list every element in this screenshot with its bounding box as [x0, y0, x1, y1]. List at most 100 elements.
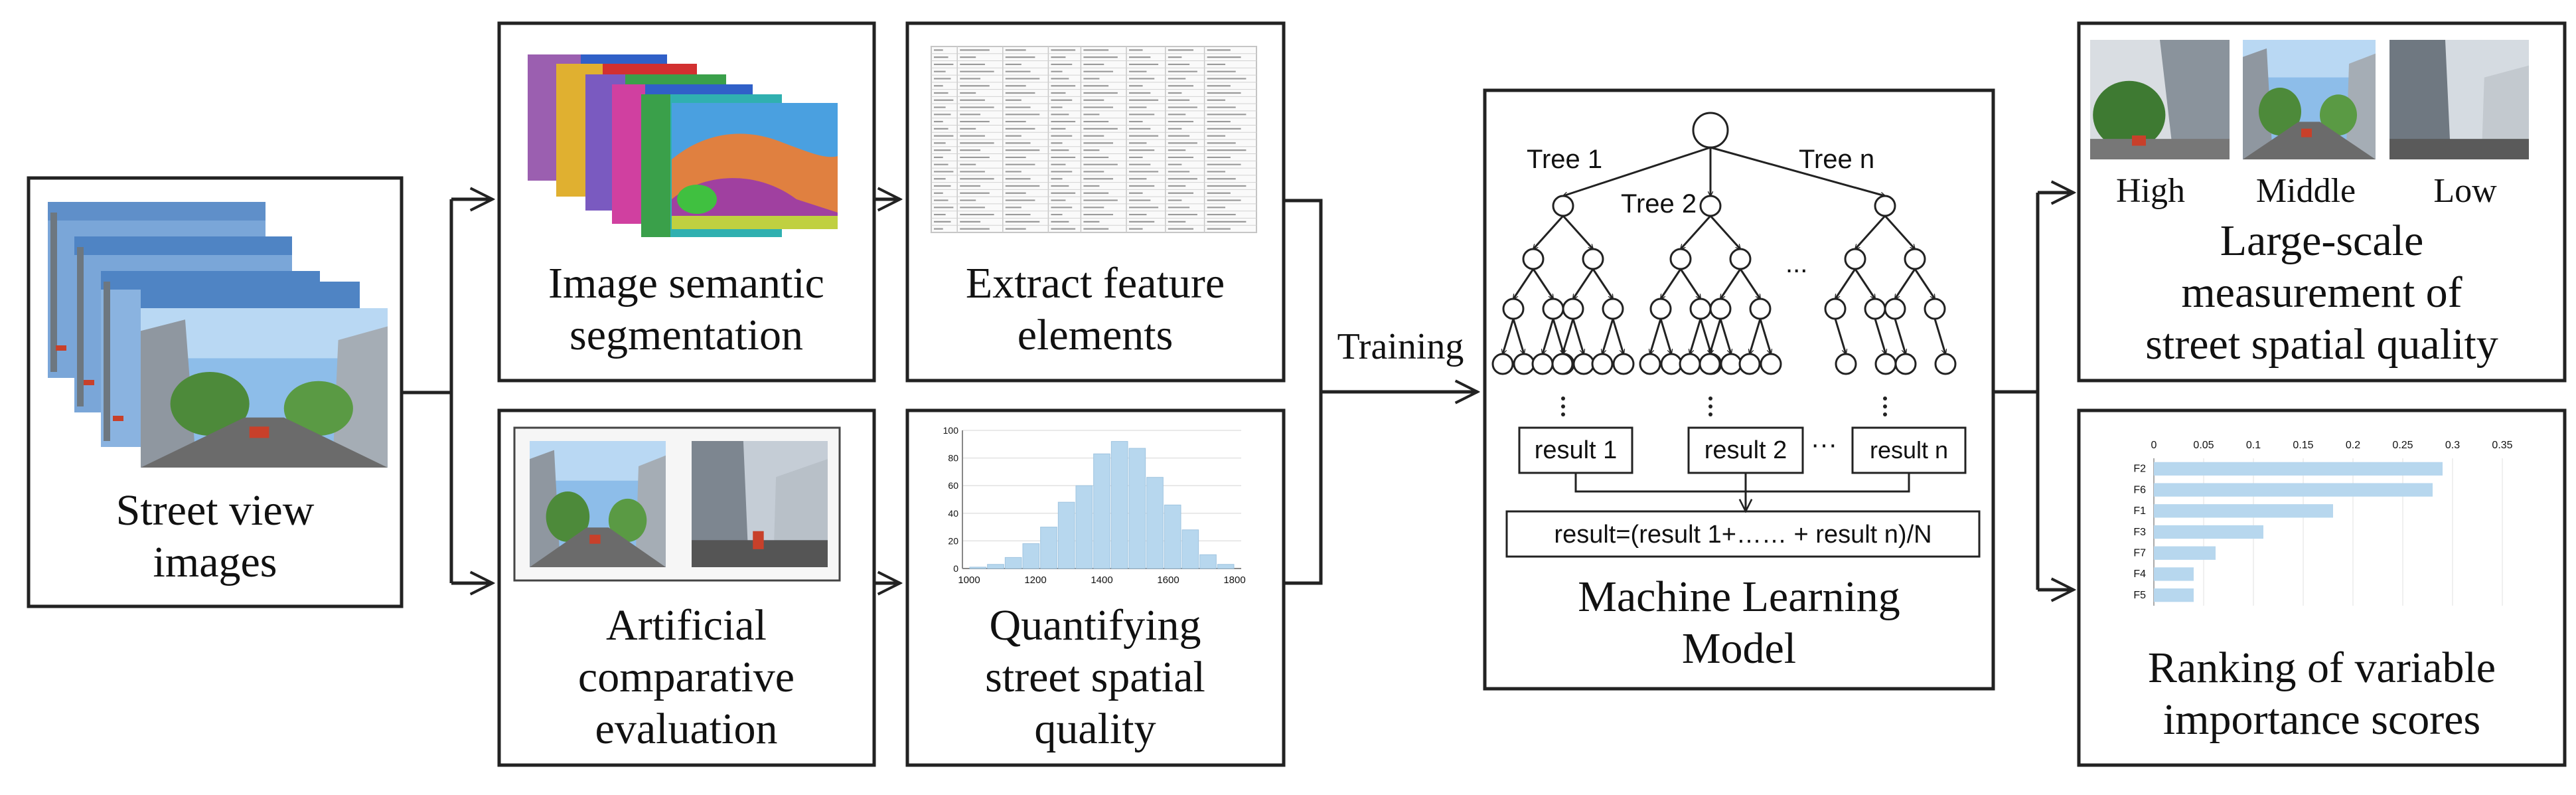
histogram-bar	[1093, 453, 1110, 569]
tree-node	[1572, 353, 1595, 375]
histogram-bar	[987, 564, 1004, 569]
training-label: Training	[1337, 326, 1464, 367]
low-quality-photo	[2389, 40, 2529, 159]
histogram-bar	[1022, 543, 1040, 569]
tree-node	[1699, 353, 1721, 375]
tree-node	[1591, 353, 1614, 375]
importance-bar	[2154, 567, 2194, 581]
histogram-bar	[1110, 441, 1128, 569]
histogram-y-tick: 60	[948, 480, 958, 491]
histogram-x-tick: 1600	[1157, 574, 1179, 586]
tree-ellipsis: ...	[1785, 249, 1807, 278]
importance-bar	[2154, 546, 2216, 560]
histogram-bar	[1040, 527, 1057, 569]
importance-category-label: F4	[2133, 569, 2146, 580]
random-forest-diagram	[1491, 112, 1957, 416]
tree-1-label: Tree 1	[1527, 145, 1602, 174]
tree-node	[1582, 248, 1604, 270]
histogram-x-tick: 1200	[1024, 574, 1046, 586]
tree-node	[1522, 248, 1545, 270]
importance-bar	[2154, 483, 2433, 497]
tree-node	[1491, 353, 1514, 375]
histogram-bar	[1146, 477, 1164, 569]
tree-node	[1669, 248, 1692, 270]
histogram-bar	[1004, 557, 1022, 569]
tree-node	[1824, 298, 1847, 320]
tree-node	[1660, 353, 1683, 375]
importance-x-tick: 0.35	[2492, 440, 2512, 451]
tree-node	[1689, 298, 1712, 320]
importance-category-label: F3	[2133, 527, 2146, 538]
tree-node	[1551, 353, 1574, 375]
importance-x-tick: 0.15	[2293, 440, 2313, 451]
tree-node	[1552, 195, 1574, 217]
result-n-box: result n	[1870, 436, 1948, 464]
tree-node	[1542, 298, 1564, 320]
street-photo-front	[141, 308, 388, 468]
street-view-photo-stack	[48, 202, 388, 468]
tree-node	[1874, 353, 1897, 375]
histogram-bar	[1164, 504, 1181, 569]
tree-node	[1934, 353, 1957, 375]
importance-category-label: F1	[2133, 505, 2146, 517]
histogram-bar	[1181, 529, 1199, 569]
importance-category-label: F7	[2133, 547, 2146, 559]
tree-node	[1709, 298, 1732, 320]
importance-category-label: F2	[2133, 464, 2146, 475]
tree-node	[1760, 353, 1782, 375]
histogram-y-tick: 100	[943, 425, 959, 436]
tree-node	[1874, 195, 1896, 217]
quality-high-label: High	[2116, 172, 2185, 210]
tree-node	[1679, 353, 1701, 375]
tree-node	[1924, 298, 1946, 320]
importance-x-tick: 0.2	[2346, 440, 2360, 451]
histogram-y-tick: 20	[948, 535, 958, 546]
tree-node	[1904, 248, 1926, 270]
comparison-photo-right	[692, 441, 828, 567]
connector-split	[402, 199, 492, 583]
importance-x-tick: 0.05	[2193, 440, 2214, 451]
tree-node	[1864, 298, 1886, 320]
tree-node	[1835, 353, 1857, 375]
result-formula: result=(result 1+…… + result n)/N	[1554, 521, 1932, 549]
importance-category-label: F5	[2133, 590, 2146, 601]
histogram-y-tick: 0	[953, 563, 958, 574]
importance-x-tick: 0.25	[2392, 440, 2413, 451]
feature-table-thumbnail	[931, 46, 1257, 233]
segmentation-image-stack	[528, 54, 838, 237]
tree-node	[1531, 353, 1554, 375]
tree-node	[1502, 298, 1525, 320]
tree-node	[1729, 248, 1752, 270]
comparison-photo-left	[530, 441, 666, 567]
histogram-bar	[1199, 554, 1217, 569]
tree-node	[1749, 298, 1772, 320]
tree-node	[1612, 353, 1635, 375]
quality-low-label: Low	[2433, 172, 2497, 210]
tree-node	[1844, 248, 1866, 270]
importance-x-tick: 0	[2151, 440, 2157, 451]
importance-x-tick: 0.3	[2445, 440, 2460, 451]
tree-node	[1699, 195, 1722, 217]
connector-output	[1993, 193, 2074, 590]
result-1-box: result 1	[1535, 436, 1618, 464]
middle-quality-photo	[2243, 40, 2376, 159]
importance-bar	[2154, 588, 2194, 602]
importance-bar	[2154, 462, 2443, 476]
importance-category-label: F6	[2133, 484, 2146, 495]
histogram-bar	[969, 567, 987, 569]
tree-2-label: Tree 2	[1621, 189, 1697, 219]
result-2-box: result 2	[1705, 436, 1787, 464]
tree-node	[1738, 353, 1761, 375]
tree-n-label: Tree n	[1799, 145, 1874, 174]
histogram-y-tick: 80	[948, 453, 958, 464]
